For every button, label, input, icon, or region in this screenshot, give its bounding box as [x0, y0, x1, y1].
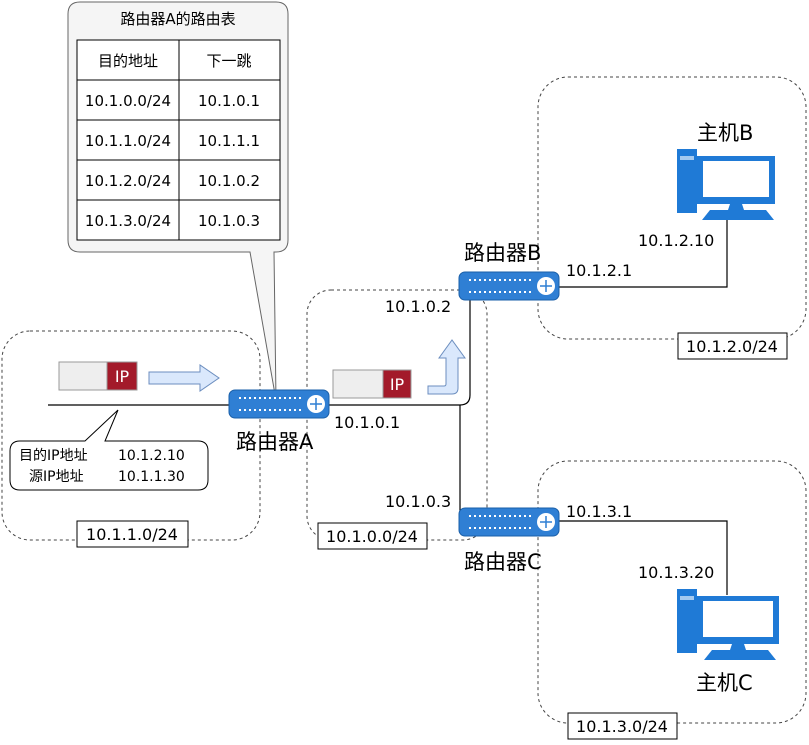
router-c-ip-right: 10.1.3.1 — [566, 502, 632, 521]
host-b-label: 主机B — [697, 121, 753, 145]
network-links — [48, 218, 728, 595]
ip-packet-left: IP — [58, 361, 138, 391]
table-cell: 10.1.0.2 — [198, 172, 260, 190]
host-b-ip: 10.1.2.10 — [638, 231, 714, 250]
router-a — [228, 389, 330, 419]
arrow-right-icon — [148, 364, 220, 392]
router-a-ip: 10.1.0.1 — [334, 413, 400, 432]
table-header-destination: 目的地址 — [98, 52, 158, 70]
network-label-top-right-text: 10.1.2.0/24 — [686, 337, 778, 356]
arrow-up-right-icon — [427, 339, 466, 395]
network-label-middle: 10.1.0.0/24 — [317, 522, 428, 550]
table-cell: 10.1.1.1 — [198, 132, 260, 150]
src-ip-label: 源IP地址 — [29, 469, 84, 485]
ip-packet-tag: IP — [390, 375, 405, 394]
table-cell: 10.1.3.0/24 — [85, 212, 171, 230]
ip-packet-middle: IP — [332, 369, 412, 399]
router-b-ip-left: 10.1.0.2 — [385, 297, 451, 316]
table-cell: 10.1.1.0/24 — [85, 132, 171, 150]
dest-ip-value: 10.1.2.10 — [118, 448, 185, 464]
network-region-bottom-right — [537, 460, 807, 724]
router-a-label: 路由器A — [236, 430, 314, 454]
routing-table: 目的地址 下一跳 10.1.0.0/24 10.1.0.1 10.1.1.0/2… — [76, 39, 281, 241]
router-c — [458, 507, 560, 537]
router-c-label: 路由器C — [464, 550, 542, 574]
table-cell: 10.1.0.3 — [198, 212, 260, 230]
dest-ip-label: 目的IP地址 — [19, 448, 88, 464]
router-b — [458, 271, 560, 301]
routing-table-title: 路由器A的路由表 — [120, 10, 235, 28]
network-label-left-text: 10.1.1.0/24 — [86, 525, 178, 544]
table-cell: 10.1.2.0/24 — [85, 172, 171, 190]
router-c-ip-left: 10.1.0.3 — [385, 492, 451, 511]
router-b-label: 路由器B — [464, 241, 541, 265]
network-label-bottom-right: 10.1.3.0/24 — [567, 712, 678, 740]
host-c-computer-icon — [677, 589, 779, 660]
packet-header-callout — [9, 409, 209, 491]
network-label-bottom-right-text: 10.1.3.0/24 — [576, 717, 668, 736]
network-region-top-right — [537, 76, 807, 340]
host-b-computer-icon — [677, 149, 775, 220]
table-cell: 10.1.0.0/24 — [85, 92, 171, 110]
router-b-ip-right: 10.1.2.1 — [566, 261, 632, 280]
host-c-label: 主机C — [696, 671, 753, 695]
table-header-next-hop: 下一跳 — [206, 52, 251, 70]
src-ip-value: 10.1.1.30 — [118, 469, 185, 485]
network-label-left: 10.1.1.0/24 — [76, 520, 189, 548]
host-c-ip: 10.1.3.20 — [638, 563, 714, 582]
network-label-middle-text: 10.1.0.0/24 — [326, 527, 418, 546]
network-label-top-right: 10.1.2.0/24 — [677, 332, 788, 360]
table-cell: 10.1.0.1 — [198, 92, 260, 110]
ip-packet-tag: IP — [115, 367, 130, 386]
